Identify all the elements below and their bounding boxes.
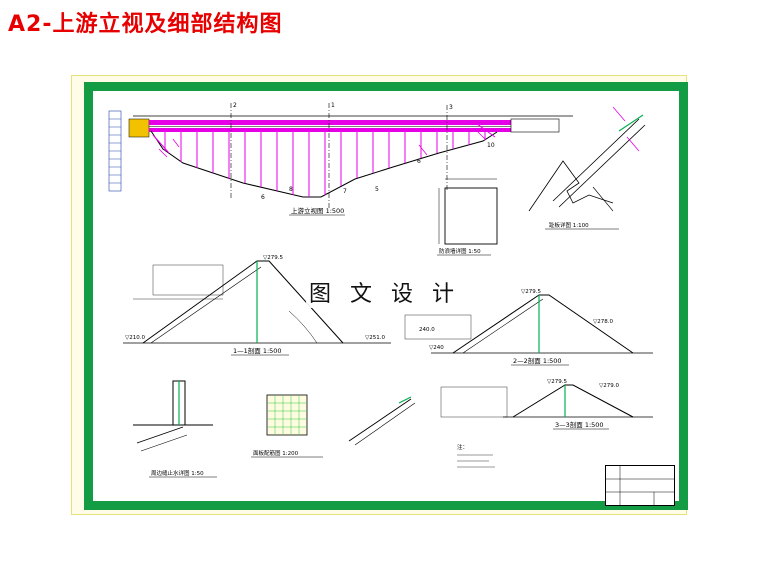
- joint-number: 5: [375, 186, 379, 193]
- section-3-3: ▽279.5 ▽279.0 3—3剖面 1:500: [440, 379, 653, 430]
- section-2-2: ▽279.5 ▽278.0 240.0 ▽240 2—2剖面 1:500: [404, 289, 653, 366]
- elev-left: ▽240: [429, 345, 444, 351]
- elev-crest: ▽279.5: [547, 379, 567, 385]
- watermark: 图 文 设 计: [306, 276, 463, 308]
- elevation-scale-label: 上游立视图 1:500: [291, 206, 344, 215]
- joint-number: 6: [261, 194, 265, 201]
- section-mark-3: 3: [449, 104, 453, 111]
- elev-berm: ▽278.0: [593, 319, 613, 325]
- joint-number: 8: [289, 186, 293, 193]
- joint-detail-label: 周边缝止水详图 1:50: [151, 469, 204, 477]
- elev-bottom: 240.0: [419, 327, 435, 333]
- section-3-3-label: 3—3剖面 1:500: [555, 420, 604, 429]
- box-detail-view: 防浪墙详图 1:50: [437, 178, 498, 256]
- elev-left: ▽279.0: [599, 383, 619, 389]
- notes: 注：: [457, 443, 495, 468]
- slope-detail: [348, 396, 416, 446]
- notes-label: 注：: [457, 443, 468, 451]
- section-mark-2: 2: [233, 102, 237, 109]
- elev-crest: ▽279.5: [263, 255, 283, 261]
- title-block: [605, 465, 675, 506]
- section-2-2-label: 2—2剖面 1:500: [513, 356, 562, 365]
- joint-number: 6: [417, 158, 421, 165]
- elev-right: ▽251.0: [365, 335, 385, 341]
- box-detail-label: 防浪墙详图 1:50: [439, 247, 481, 255]
- page-title: A2-上游立视及细部结构图: [8, 12, 283, 37]
- crest-wall-detail: 周边缝止水详图 1:50: [133, 380, 217, 478]
- section-1-1-label: 1—1剖面 1:500: [233, 346, 282, 355]
- toe-detail-view: 趾板详图 1:100: [528, 106, 646, 230]
- elev-crest: ▽279.5: [521, 289, 541, 295]
- elev-left: ▽210.0: [125, 335, 145, 341]
- slab-detail-label: 面板配筋图 1:200: [253, 449, 299, 457]
- toe-detail-label: 趾板详图 1:100: [549, 221, 589, 229]
- elevation-view: 2 1 3 6 8 7 5 6 10 上游立视图 1:500: [108, 102, 573, 216]
- joint-number: 7: [343, 188, 347, 195]
- section-mark-1: 1: [331, 102, 335, 109]
- joint-number: 10: [487, 142, 495, 149]
- slab-detail: 面板配筋图 1:200: [251, 394, 323, 458]
